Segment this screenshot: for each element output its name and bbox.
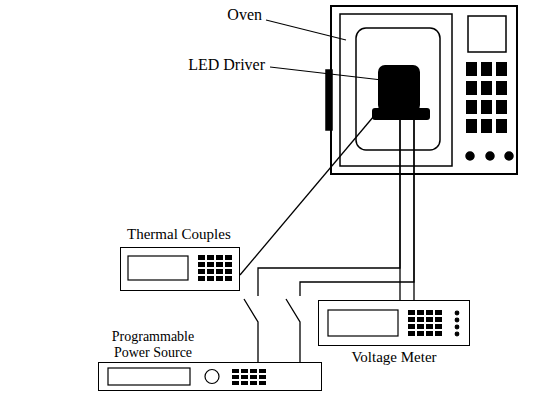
oven-window xyxy=(356,28,440,150)
node-label: LED Driver xyxy=(188,57,265,73)
meter-dot xyxy=(455,332,459,336)
instrument-display xyxy=(108,368,190,385)
instrument-box: Voltage Meter xyxy=(318,300,470,346)
driver-flange xyxy=(372,108,430,120)
wire xyxy=(240,116,374,275)
instrument-keypad xyxy=(232,369,268,385)
led-driver-body xyxy=(372,65,430,120)
leader-line xyxy=(270,67,382,80)
oven-button xyxy=(486,152,494,160)
node-label: Programmable Power Source xyxy=(101,329,205,361)
meter-dot xyxy=(455,318,459,322)
oven-keypad xyxy=(466,62,510,138)
instrument-knob xyxy=(205,370,219,384)
instrument-keypad xyxy=(198,255,234,281)
oven-box: OvenLED Driver xyxy=(330,5,518,175)
instrument-box: Programmable Power Source xyxy=(98,362,322,391)
instrument-display xyxy=(328,310,398,336)
meter-dot xyxy=(455,325,459,329)
led-driver: LED Driver xyxy=(372,65,430,120)
instrument-keypad xyxy=(408,310,444,336)
power-source-detail xyxy=(108,368,268,385)
oven-detail xyxy=(326,14,513,166)
node-label: Thermal Couples xyxy=(127,226,231,242)
oven-door xyxy=(340,14,452,166)
oven-button xyxy=(505,152,513,160)
leader-lines xyxy=(266,20,382,80)
voltage-meter-detail xyxy=(328,310,459,336)
node-label: Oven xyxy=(227,7,262,23)
node-label: Voltage Meter xyxy=(319,349,469,365)
driver-case xyxy=(378,65,420,112)
oven-button xyxy=(466,152,474,160)
instrument-box: Thermal Couples xyxy=(120,247,240,291)
wire xyxy=(413,120,414,300)
wire xyxy=(244,120,400,362)
instrument-display xyxy=(128,256,188,280)
thermal-couples-detail xyxy=(128,255,234,281)
leader-line xyxy=(266,20,346,40)
wire xyxy=(399,120,400,300)
oven-display xyxy=(468,16,506,52)
meter-dot xyxy=(455,311,459,315)
wire xyxy=(286,120,414,362)
